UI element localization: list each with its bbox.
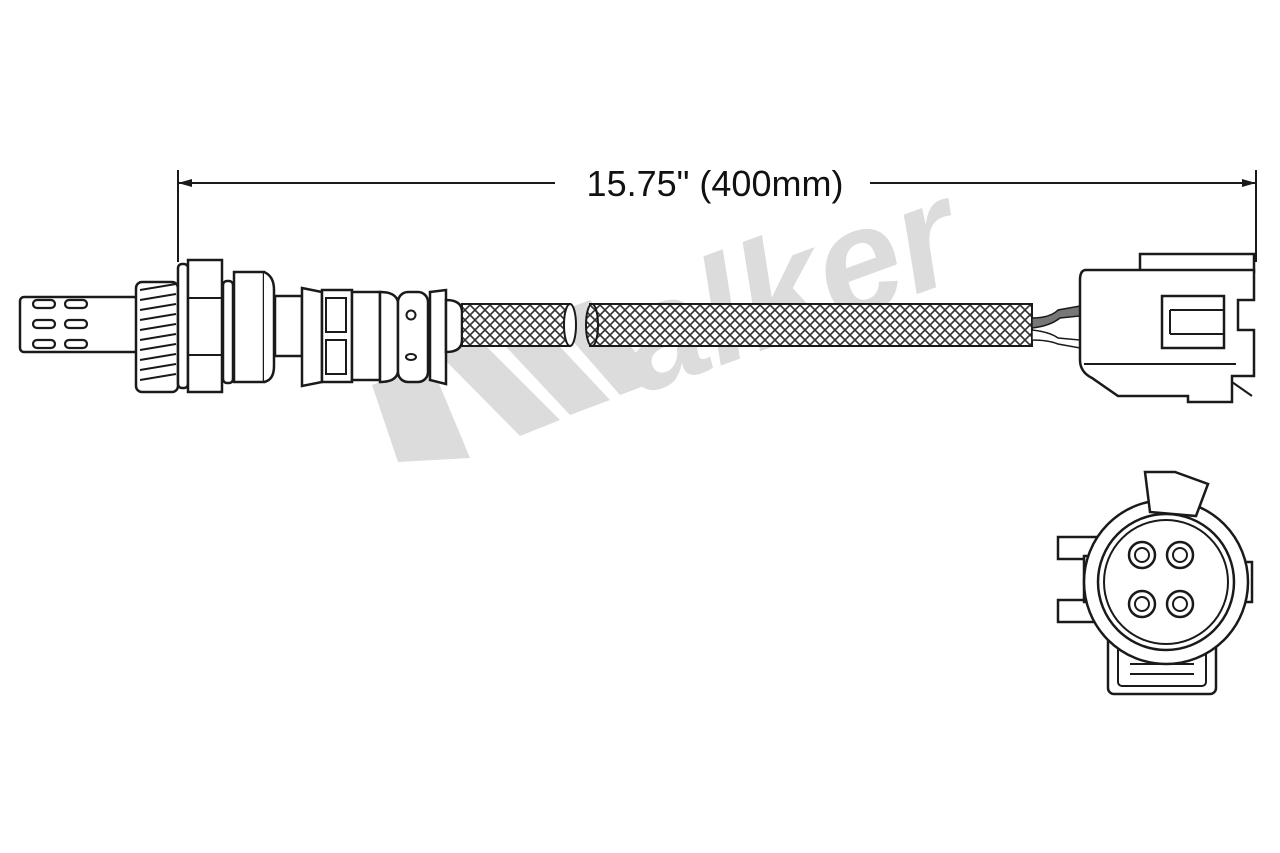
hex-nut [186,258,224,394]
connector-side-view [1078,252,1256,404]
dimension-line: 15.75" (400mm) [177,163,1257,262]
sensor-body [18,258,464,394]
connector-pins [1127,540,1195,619]
braided-cable [461,303,1081,349]
sensor-tip [18,295,140,354]
dimension-label: 15.75" (400mm) [587,163,844,204]
connector-front-view [1056,470,1254,696]
